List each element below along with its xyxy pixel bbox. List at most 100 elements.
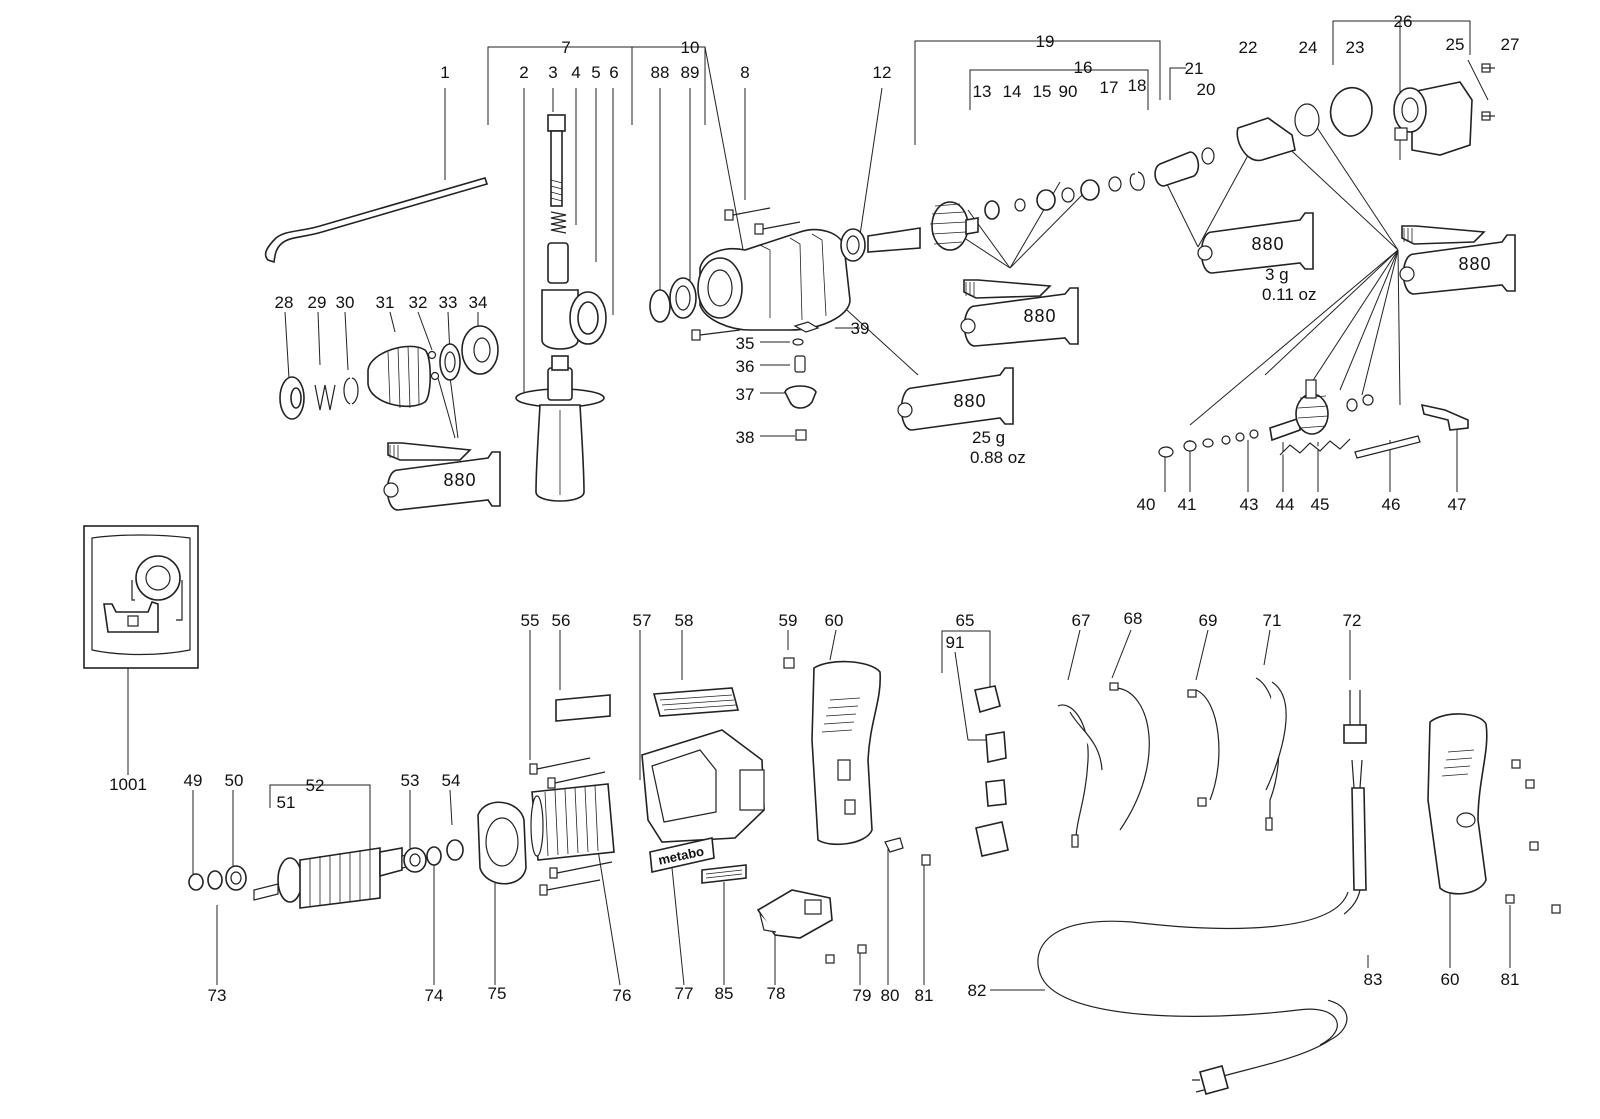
connection-wires [1057, 677, 1287, 848]
label-part-5: 5 [591, 63, 600, 82]
ring-series-16 [984, 171, 1145, 220]
handle-shell-right [1427, 713, 1488, 895]
screws-81-right [1505, 759, 1561, 914]
grease-tube-right: 880 [1399, 225, 1516, 295]
label-part-30: 30 [336, 293, 355, 312]
label-part-35: 35 [736, 334, 755, 353]
label-part-71: 71 [1263, 611, 1282, 630]
label-part-6: 6 [609, 63, 618, 82]
label-part-31: 31 [376, 293, 395, 312]
label-part-29: 29 [308, 293, 327, 312]
grease-tube-25g: 880 [897, 367, 1014, 431]
part-number-labels: 1 2 3 4 5 6 7 8 10 12 13 14 15 16 17 18 … [109, 12, 1519, 1005]
bearing-flange [1393, 81, 1473, 156]
label-part-18: 18 [1128, 76, 1147, 95]
washer-35 [792, 338, 804, 346]
gasket-24 [1294, 103, 1320, 137]
label-part-2: 2 [519, 63, 528, 82]
label-part-60-right: 60 [1441, 970, 1460, 989]
label-part-56: 56 [552, 611, 571, 630]
label-part-77: 77 [675, 984, 694, 1003]
screw-79a [825, 954, 835, 964]
armature [253, 847, 413, 909]
label-part-37: 37 [736, 385, 755, 404]
screw-79b [857, 944, 867, 954]
bracket-lines [127, 20, 1511, 991]
spring-29 [314, 384, 336, 411]
label-part-12: 12 [873, 63, 892, 82]
tube-label: 880 [1251, 234, 1284, 254]
label-part-58: 58 [675, 611, 694, 630]
label-part-16: 16 [1074, 58, 1093, 77]
label-part-38: 38 [736, 428, 755, 447]
plate-85 [701, 864, 747, 884]
label-56 [555, 694, 611, 722]
label-part-74: 74 [425, 986, 444, 1005]
label-part-24: 24 [1299, 38, 1318, 57]
label-part-1001: 1001 [109, 775, 147, 794]
tube-label: 880 [1023, 306, 1056, 326]
label-part-51: 51 [277, 793, 296, 812]
label-part-69: 69 [1199, 611, 1218, 630]
pin-36 [794, 355, 806, 373]
label-part-49: 49 [184, 771, 203, 790]
gear-housing [697, 228, 851, 331]
grease-amount-011oz: 0.11 oz [1262, 285, 1317, 304]
label-part-22: 22 [1239, 38, 1258, 57]
ring-73 [207, 870, 223, 890]
screw-38 [795, 429, 807, 441]
label-part-43: 43 [1240, 495, 1259, 514]
label-part-85: 85 [715, 984, 734, 1003]
grease-amount-25g: 25 g [972, 428, 1005, 447]
label-part-23: 23 [1346, 38, 1365, 57]
label-part-81-center: 81 [915, 986, 934, 1005]
label-part-47: 47 [1448, 495, 1467, 514]
label-part-73: 73 [208, 986, 227, 1005]
rating-plate-58 [652, 687, 740, 717]
screw-81 [921, 854, 931, 866]
power-cable [1037, 759, 1367, 1095]
label-part-50: 50 [225, 771, 244, 790]
label-part-45: 45 [1311, 495, 1330, 514]
tube-label: 880 [953, 391, 986, 411]
bolt [547, 114, 566, 207]
label-part-60-left: 60 [825, 611, 844, 630]
capacitor-72 [1343, 724, 1367, 744]
grease-tube-left: 880 [383, 442, 501, 511]
screw-59 [783, 657, 795, 669]
handle-shell-left [811, 660, 882, 846]
label-part-14: 14 [1003, 82, 1022, 101]
label-part-79: 79 [853, 986, 872, 1005]
label-part-67: 67 [1072, 611, 1091, 630]
label-part-52: 52 [306, 776, 325, 795]
label-part-81-right: 81 [1501, 970, 1520, 989]
label-part-32: 32 [409, 293, 428, 312]
baffle-75 [477, 801, 527, 885]
screws-27 [1481, 63, 1495, 121]
clamp-80 [884, 837, 904, 853]
label-part-40: 40 [1137, 495, 1156, 514]
label-part-83: 83 [1364, 970, 1383, 989]
label-part-34: 34 [469, 293, 488, 312]
ball-32 [427, 350, 437, 360]
clip-39 [793, 321, 820, 333]
screws-55 [529, 757, 613, 896]
label-part-13: 13 [973, 82, 992, 101]
label-part-46: 46 [1382, 495, 1401, 514]
spindle-gear [867, 201, 979, 253]
label-part-59: 59 [779, 611, 798, 630]
selector-knob-37 [784, 385, 817, 409]
label-part-4: 4 [571, 63, 580, 82]
label-part-72: 72 [1343, 611, 1362, 630]
label-part-1: 1 [440, 63, 449, 82]
label-part-80: 80 [881, 986, 900, 1005]
label-part-54: 54 [442, 771, 461, 790]
label-part-75: 75 [488, 984, 507, 1003]
switch-78 [756, 889, 833, 939]
clamp-collar [541, 289, 607, 350]
label-part-88: 88 [651, 63, 670, 82]
gasket-23 [1329, 86, 1373, 137]
tube-label: 880 [1458, 254, 1491, 274]
label-part-17: 17 [1100, 78, 1119, 97]
label-part-57: 57 [633, 611, 652, 630]
